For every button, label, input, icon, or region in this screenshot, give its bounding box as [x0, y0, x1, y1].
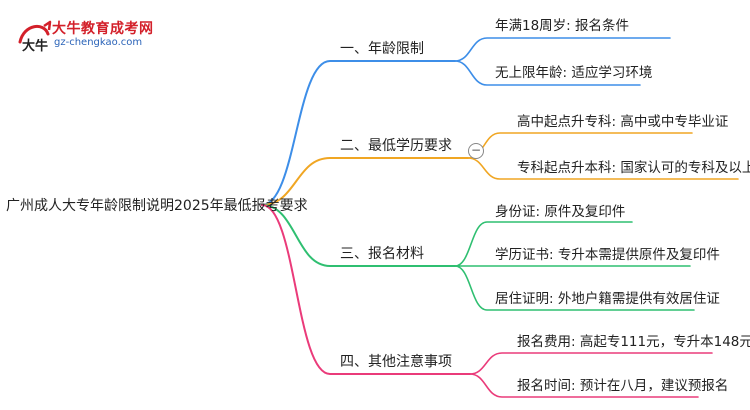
- logo-site-url: gz-chengkao.com: [54, 37, 143, 48]
- leaf-connector: [454, 37, 671, 62]
- leaf-connector: [467, 132, 693, 159]
- leaf-edu-hs-to-jc: 高中起点升专科: 高中或中专毕业证: [517, 114, 729, 130]
- leaf-connector: [454, 265, 695, 311]
- leaf-edu-jc-to-ug: 专科起点升本科: 国家认可的专科及以上学历: [517, 160, 750, 176]
- leaf-connector: [454, 60, 641, 86]
- logo-mark-text: 大牛: [22, 38, 48, 54]
- branch-other-notes: 四、其他注意事项: [340, 354, 452, 370]
- leaf-age-max: 无上限年龄: 适应学习环境: [495, 65, 653, 81]
- leaf-doc-diploma: 学历证书: 专升本需提供原件及复印件: [495, 247, 720, 263]
- branch-age-limit: 一、年龄限制: [340, 41, 424, 57]
- leaf-connector: [469, 373, 699, 398]
- branch-connector: [261, 60, 456, 206]
- branch-connector: [261, 157, 469, 206]
- leaf-doc-residence: 居住证明: 外地户籍需提供有效居住证: [495, 291, 720, 307]
- branch-connector: [261, 204, 456, 267]
- branch-min-education: 二、最低学历要求: [340, 138, 452, 154]
- leaf-note-time: 报名时间: 预计在八月，建议预报名: [517, 378, 729, 394]
- branch-connector: [261, 204, 471, 375]
- leaf-note-fee: 报名费用: 高起专111元，专升本148元: [517, 334, 750, 350]
- leaf-connector: [454, 221, 633, 267]
- leaf-connector: [469, 352, 713, 375]
- leaf-doc-id: 身份证: 原件及复印件: [495, 204, 626, 220]
- logo-site-name: 大牛教育成考网: [52, 21, 154, 37]
- collapse-toggle-button[interactable]: −: [468, 143, 484, 159]
- minus-icon: −: [470, 143, 482, 157]
- leaf-connector: [467, 157, 739, 180]
- branch-application-docs: 三、报名材料: [340, 246, 424, 262]
- site-logo: 大牛: [14, 16, 164, 58]
- bull-logo-icon: 大牛: [18, 20, 52, 54]
- leaf-age-min: 年满18周岁: 报名条件: [495, 18, 630, 34]
- mindmap-root-node: 广州成人大专年龄限制说明2025年最低报考要求: [6, 198, 308, 214]
